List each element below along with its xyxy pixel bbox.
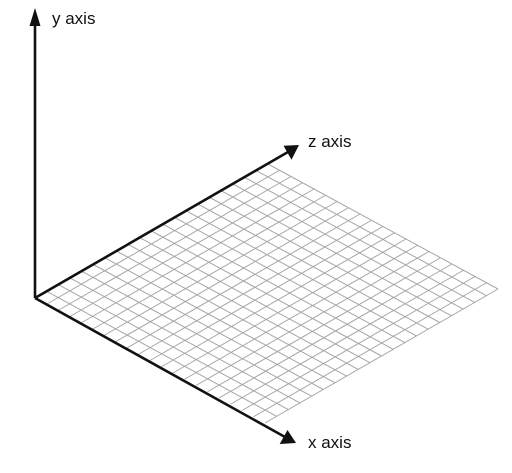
grid-line-x xyxy=(221,190,452,317)
grid-line-x xyxy=(174,217,406,344)
grid-line-x xyxy=(69,277,301,404)
grid-line-x xyxy=(93,264,324,390)
axes xyxy=(29,8,299,444)
grid-line-x xyxy=(197,203,429,330)
grid-line-x xyxy=(267,163,499,290)
y-axis-arrowhead xyxy=(29,8,41,26)
grid-line-x xyxy=(186,210,417,337)
grid-line-x xyxy=(46,290,277,417)
grid-line-x xyxy=(58,284,289,411)
grid-line-x xyxy=(256,170,487,297)
x-axis-line xyxy=(34,296,286,439)
grid-line-x xyxy=(244,176,475,303)
x-axis-label: x axis xyxy=(308,433,351,452)
z-axis-arrowhead xyxy=(283,145,299,160)
xz-plane-grid xyxy=(46,163,499,424)
z-axis-label: z axis xyxy=(308,132,351,151)
grid-line-x xyxy=(151,230,382,357)
grid-line-x xyxy=(104,257,336,384)
y-axis-label: y axis xyxy=(52,9,95,28)
z-axis-line xyxy=(34,150,289,300)
grid-line-x xyxy=(162,223,394,350)
grid-line-x xyxy=(232,183,464,310)
grid-line-x xyxy=(116,250,347,377)
grid-line-x xyxy=(127,243,359,370)
grid-line-x xyxy=(209,197,440,323)
grid-line-x xyxy=(81,270,312,397)
axis-labels: y axis z axis x axis xyxy=(52,9,351,452)
grid-line-x xyxy=(139,237,371,364)
x-axis-arrowhead xyxy=(279,430,296,444)
